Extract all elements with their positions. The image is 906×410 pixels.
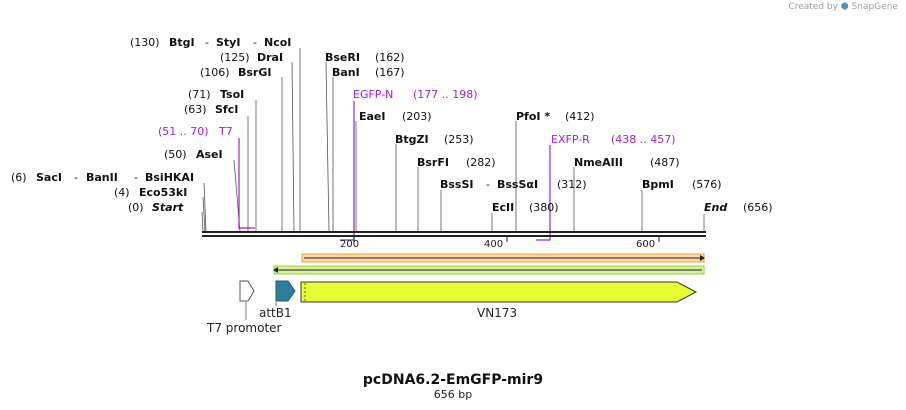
enzyme-label-bsrgi[interactable]: (106) BsrGI [200,66,271,79]
primer-label-egfp-n[interactable]: EGFP-N (177 .. 198) [353,88,478,101]
feature-label-attb1: attB1 [259,306,292,320]
primer-label-t7[interactable]: (51 .. 70) T7 [158,125,233,138]
green-span-arrowhead-icon [273,267,278,273]
primer-markers [238,101,551,241]
cut-line-start [201,211,204,233]
cut-line-bseri [325,61,330,233]
enzyme-label-sfci[interactable]: (63) SfcI [184,103,238,116]
plasmid-title: pcDNA6.2-EmGFP-mir9 [363,372,543,388]
enzyme-label-pfoi[interactable]: PfoI * (412) [516,110,595,123]
primer-label-exfp-r[interactable]: EXFP-R (438 .. 457) [551,133,676,146]
snapgene-logo-icon: ⬢ [840,2,849,12]
enzyme-label-bseri[interactable]: BseRI (162) [325,51,405,64]
enzyme-label-start[interactable]: (0) Start [128,201,184,214]
enzyme-labels: (130) BtgI - StyI - NcoI (125) DraI (106… [11,36,773,214]
enzyme-label-asei[interactable]: (50) AseI [164,148,223,161]
cut-line-eco53ki [202,196,206,233]
enzyme-label-bani[interactable]: BanI (167) [332,66,405,79]
cut-line-saci [203,182,207,233]
feature-label-t7-promoter: T7 promoter [206,321,282,335]
enzyme-label-eaei[interactable]: EaeI (203) [359,110,432,123]
enzyme-label-ecii[interactable]: EcII (380) [492,201,559,214]
orange-span-arrowhead-icon [700,255,705,261]
enzyme-label-ncoi[interactable]: (130) BtgI - StyI - NcoI [130,36,291,49]
enzyme-label-nmeaiii[interactable]: NmeAIII (487) [574,156,680,169]
vn173-arrow-icon[interactable] [300,281,698,303]
enzyme-label-end[interactable]: End (656) [704,201,773,214]
enzyme-label-saci[interactable]: (6) SacI - BanII - BsiHKAI [11,171,194,184]
primer-exfp-r-marker [536,145,551,241]
sequence-backbone: 200 400 600 [202,231,706,250]
enzyme-cut-lines [201,48,705,233]
watermark-brand: SnapGene [851,2,898,12]
enzyme-label-bsssi[interactable]: BssSI - BssSαI (312) [440,178,587,191]
ruler-label-200: 200 [340,239,359,250]
attb1-arrow-icon[interactable] [275,280,296,302]
feature-tracks: T7 promoter attB1 VN173 [206,253,705,335]
snapgene-watermark: Created by ⬢ SnapGene [788,2,898,12]
t7-promoter-arrow-icon[interactable] [239,280,255,302]
enzyme-label-btgzi[interactable]: BtgZI (253) [395,133,474,146]
primer-t7-marker [238,138,255,229]
watermark-prefix: Created by [788,2,838,12]
enzyme-label-tsoi[interactable]: (71) TsoI [188,88,244,101]
cut-line-drai [291,61,295,233]
enzyme-label-bpmi[interactable]: BpmI (576) [642,178,722,191]
plasmid-length: 656 bp [434,388,472,401]
enzyme-label-drai[interactable]: (125) DraI [220,51,283,64]
primer-egfp-n-marker [340,101,355,241]
enzyme-label-bsrfi[interactable]: BsrFI (282) [417,156,496,169]
ruler-label-400: 400 [484,239,503,250]
enzyme-label-eco53ki[interactable]: (4) Eco53kI [114,186,187,199]
feature-label-vn173: VN173 [477,306,517,320]
ruler-label-600: 600 [636,239,655,250]
primer-labels: (51 .. 70) T7 EGFP-N (177 .. 198) EXFP-R… [158,88,676,146]
